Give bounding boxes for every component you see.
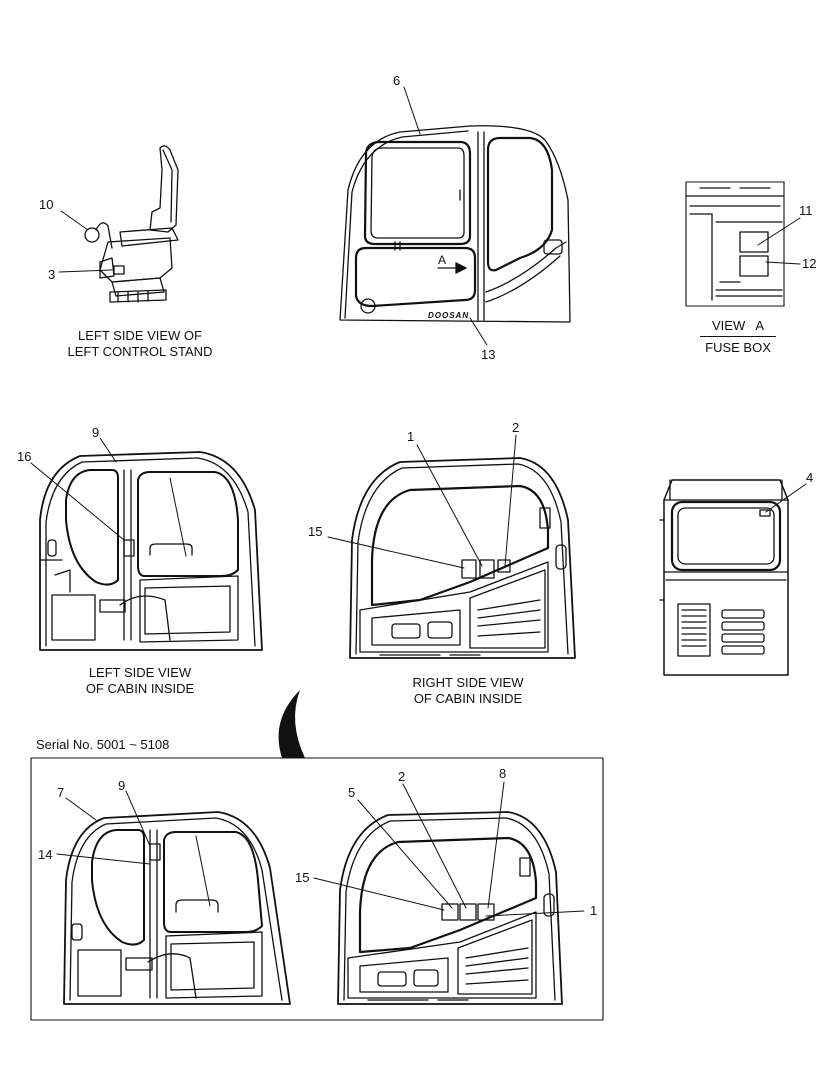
leader-line [403,86,421,135]
caption-left-control-stand: LEFT SIDE VIEW OF LEFT CONTROL STAND [50,328,230,360]
leader-line [65,797,97,821]
caption-line: RIGHT SIDE VIEW [412,675,524,690]
caption-line: VIEW A [711,318,764,333]
leader-line [30,462,125,541]
leader-line [765,261,801,265]
callout-1-serial: 1 [590,903,598,918]
leader-line [169,477,187,557]
leader-line [313,877,445,911]
callout-5: 5 [348,785,356,800]
seat-drawing [95,145,179,303]
callout-8: 8 [499,766,507,781]
cabin-exterior-drawing [339,125,571,323]
caption-view-a: VIEW A FUSE BOX [700,318,776,356]
callout-3: 3 [48,267,56,282]
serial-number-label: Serial No. 5001 ~ 5108 [36,737,170,752]
leader-line [195,835,211,907]
view-a-marker: A [438,253,447,267]
caption-left-cabin-inside: LEFT SIDE VIEW OF CABIN INSIDE [60,665,220,697]
serial-left-cabin-drawing [63,811,291,1005]
caption-line: FUSE BOX [705,340,771,355]
leader-line [485,910,585,917]
callout-9-serial: 9 [118,778,126,793]
leader-line [765,483,807,513]
callout-13: 13 [481,347,496,362]
leader-line [60,210,89,231]
callout-4: 4 [806,470,814,485]
callout-15-serial: 15 [295,870,310,885]
callout-2-serial: 2 [398,769,406,784]
left-cabin-inside-drawing [39,451,263,651]
callout-14: 14 [38,847,53,862]
serial-right-cabin-drawing [337,811,563,1005]
leader-line [56,853,151,865]
serial-box [30,757,604,1021]
caption-line: LEFT SIDE VIEW [88,665,192,680]
leader-line [402,783,467,909]
leader-line [357,799,453,909]
leader-line [757,217,801,246]
leader-line [416,444,483,567]
brand-logo-text: DOOSAN [428,311,470,320]
leader-line [125,790,151,847]
caption-line: LEFT SIDE VIEW OF [77,328,202,343]
callout-12: 12 [802,256,817,271]
leader-line [58,269,113,273]
leader-line [504,434,517,567]
leader-line [469,317,488,346]
crescent-mark [278,690,305,758]
callout-7: 7 [57,785,65,800]
callout-11: 11 [799,203,813,218]
callout-15: 15 [308,524,323,539]
leader-line [99,437,117,463]
callout-9: 9 [92,425,100,440]
fuse-box-drawing [685,181,785,307]
leader-line [327,536,465,569]
callout-1: 1 [407,429,415,444]
callout-16: 16 [17,449,32,464]
leader-line [487,781,505,909]
callout-6: 6 [393,73,401,88]
callout-2: 2 [512,420,520,435]
caption-line: OF CABIN INSIDE [85,681,195,696]
caption-line: OF CABIN INSIDE [413,691,523,706]
seat-decal-10 [84,227,100,243]
callout-10: 10 [39,197,54,212]
right-cabin-inside-drawing [349,457,576,659]
caption-right-cabin-inside: RIGHT SIDE VIEW OF CABIN INSIDE [388,675,548,707]
caption-line: LEFT CONTROL STAND [67,344,213,359]
caption-rule [700,336,776,337]
cabin-front-drawing [659,479,789,676]
